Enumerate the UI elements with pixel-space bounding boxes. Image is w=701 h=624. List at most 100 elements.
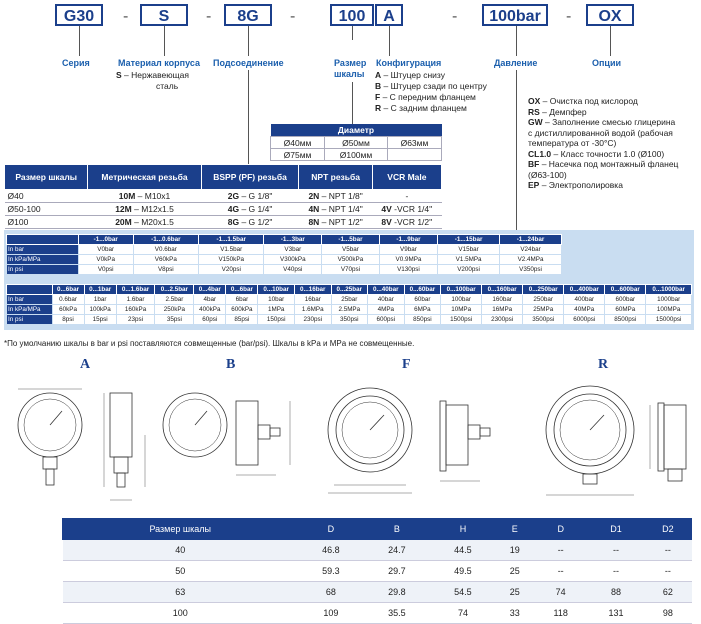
conn-cell: 2G – G 1/8" [201, 189, 299, 203]
conn-code: 12M [115, 204, 132, 214]
dim-cell: 44.5 [429, 539, 496, 561]
pressure-code: V130psi [378, 264, 439, 275]
conn-cell: 4G – G 1/4" [201, 202, 299, 216]
pressure-code: 4bar [193, 294, 227, 305]
pressure-range-header: 0...16bar [293, 284, 332, 295]
pressure-range-header: 0...6bar [225, 284, 259, 295]
pressure-corner [6, 284, 53, 295]
label-series: Серия [62, 58, 90, 68]
pressure-range-header: 0...2.5bar [154, 284, 195, 295]
pressure-code: V24bar [499, 244, 562, 255]
pressure-code: 400kPa [193, 304, 227, 315]
pressure-code: V1.5MPa [437, 254, 501, 265]
dash: - [123, 8, 129, 25]
code-connection: 8G [224, 4, 272, 26]
pressure-code: 40MPa [563, 304, 606, 315]
diameter-cell: Ø63мм [386, 136, 443, 149]
dim-cell: 109 [297, 602, 364, 624]
dim-header: D2 [643, 518, 693, 540]
footnote: *По умолчанию шкалы в bar и psi поставля… [4, 339, 415, 348]
pressure-range-header: 0...4bar [193, 284, 227, 295]
pressure-code: 1.6bar [115, 294, 156, 305]
conn-code: 2G [227, 191, 240, 201]
conn-cell: 8G – G 1/2" [201, 215, 299, 229]
dim-cell: 46.8 [297, 539, 364, 561]
conn-code: 20M [115, 217, 132, 227]
pressure-range-header: -1...9bar [378, 234, 439, 245]
dim-header: D [533, 518, 589, 540]
pressure-code: 250kPa [154, 304, 195, 315]
option-item: с дистиллированной водой (рабочая [528, 128, 673, 139]
conn-code: 4G [227, 204, 240, 214]
config-text: – Штуцер сзади по центру [381, 81, 487, 91]
pressure-range-header: -1...0bar [77, 234, 134, 245]
dim-cell: 59.3 [297, 560, 364, 582]
pressure-code: 2.5bar [154, 294, 195, 305]
pressure-code: V9bar [378, 244, 439, 255]
pressure-code: 8psi [51, 314, 85, 325]
pressure-code: V8psi [132, 264, 200, 275]
pressure-code: 100bar [440, 294, 483, 305]
pressure-code: V0psi [77, 264, 134, 275]
pressure-code: 10MPa [440, 304, 483, 315]
option-code: GW [528, 117, 543, 127]
pressure-code: V200psi [437, 264, 501, 275]
conn-code: 4N [308, 204, 320, 214]
config-code: R [375, 103, 382, 113]
pressure-code: 1MPa [257, 304, 295, 315]
pressure-code: V5bar [321, 244, 380, 255]
option-text: – Заполнение смесью глицерина [542, 117, 676, 127]
dim-cell: 29.7 [363, 560, 430, 582]
gauge-b-front [162, 392, 228, 458]
pressure-code: 15psi [83, 314, 117, 325]
pressure-range-header: 0...1.6bar [115, 284, 156, 295]
pressure-range-header: 0...6bar [51, 284, 85, 295]
pressure-code: 60MPa [604, 304, 647, 315]
option-text: – Электрополировка [539, 180, 623, 190]
pressure-code: 250bar [522, 294, 565, 305]
pressure-code: 1500psi [440, 314, 483, 325]
pressure-code: 60bar [403, 294, 442, 305]
conn-header: VCR Male [371, 164, 443, 190]
conn-cell: 12M – M12x1.5 [87, 202, 202, 216]
dim-cell: 118 [533, 602, 588, 624]
option-code: BF [528, 159, 540, 169]
dim-cell: 25 [495, 581, 534, 603]
conn-desc: - [405, 191, 409, 201]
pressure-code: V300kPa [263, 254, 323, 265]
pressure-unit-label: In bar [6, 244, 79, 255]
pressure-code: 15000psi [645, 314, 692, 325]
pressure-corner [6, 234, 79, 245]
diameter-header: Диаметр [270, 124, 442, 137]
pressure-range-header: -1...15bar [437, 234, 501, 245]
dim-cell: -- [533, 539, 588, 561]
conn-desc: – NPT 1/2" [319, 217, 363, 227]
pressure-code: 100MPa [645, 304, 692, 315]
option-text: – Демпфер [539, 106, 587, 117]
option-code: EP [528, 180, 540, 190]
pressure-table-vacuum: -1...0bar-1...0.6bar-1...1.5bar-1...3bar… [6, 234, 562, 275]
pressure-range-header: 0...600bar [604, 284, 647, 295]
pressure-code: 16MPa [481, 304, 524, 315]
pressure-unit-label: In bar [6, 294, 53, 305]
diagram-label-r: R [598, 357, 609, 372]
pressure-code: 400bar [563, 294, 606, 305]
dim-cell: 74 [533, 581, 588, 603]
pressure-code: V2.4MPa [499, 254, 562, 265]
dim-cell: -- [587, 560, 645, 582]
config-item: A – Штуцер снизу [375, 70, 445, 81]
gauge-a-side [109, 392, 133, 458]
dim-cell: 54.5 [429, 581, 496, 603]
pressure-code: 600psi [367, 314, 405, 325]
pressure-code: 1.6MPa [293, 304, 332, 315]
option-item: EP – Электрополировка [528, 180, 623, 191]
dim-cell: 29.8 [363, 581, 430, 603]
option-code: CL1.0 [528, 148, 552, 159]
pressure-code: 850psi [403, 314, 442, 325]
